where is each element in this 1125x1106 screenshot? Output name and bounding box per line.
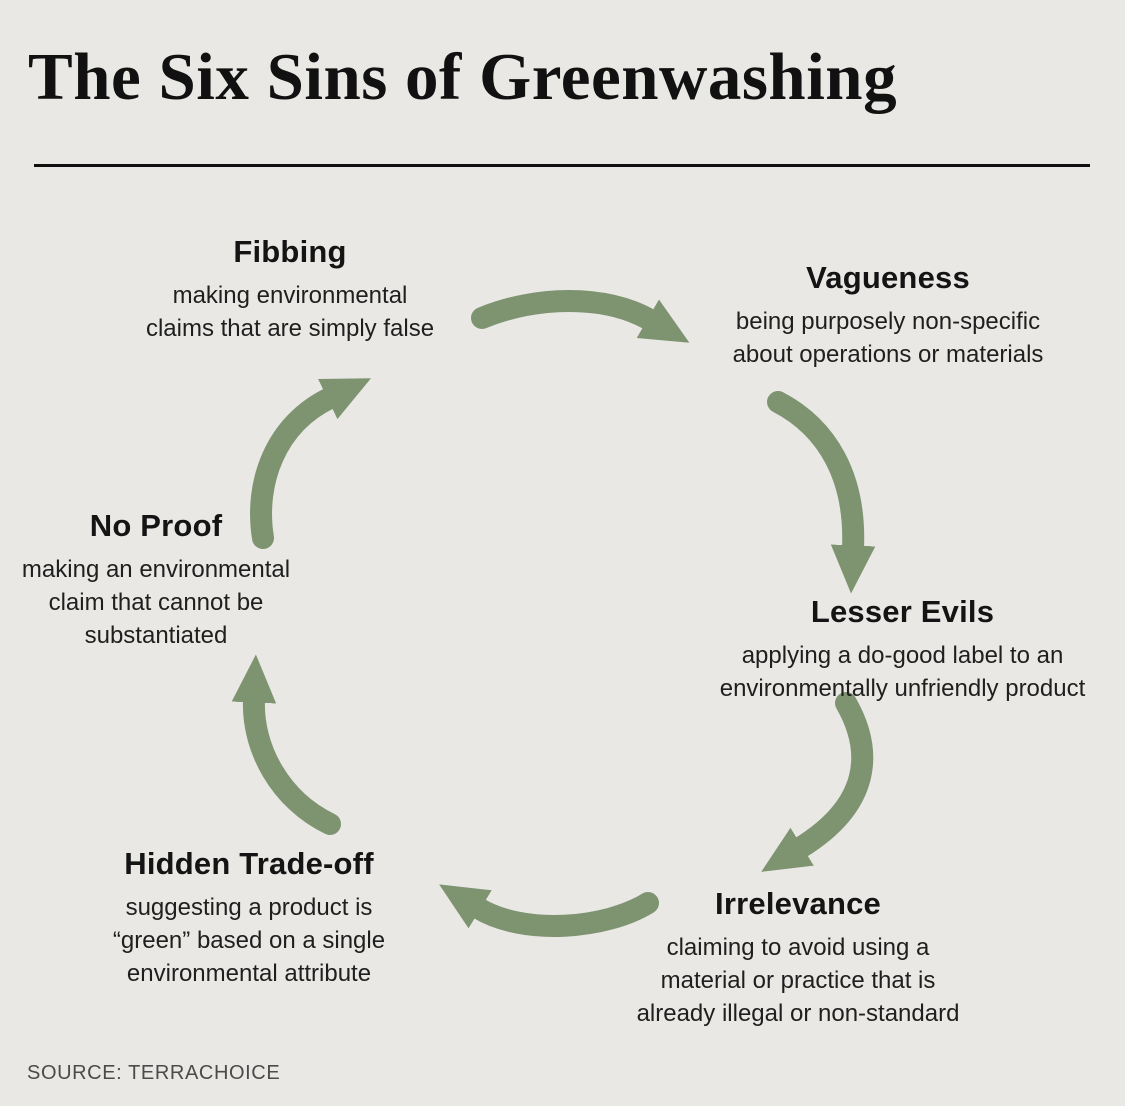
arrow-lesser-evils-to-irrelevance <box>761 692 874 872</box>
node-hidden-trade-off-title: Hidden Trade-off <box>124 846 374 881</box>
title-divider <box>34 164 1090 167</box>
node-hidden-trade-off-description: suggesting a product is “green” based on… <box>112 894 386 988</box>
node-fibbing-title: Fibbing <box>233 234 347 269</box>
node-hidden-trade-off: Hidden Trade-off suggesting a product is… <box>59 846 439 990</box>
page-title: The Six Sins of Greenwashing <box>28 40 898 114</box>
node-vagueness: Vagueness being purposely non-specific a… <box>678 260 1098 371</box>
node-vagueness-title: Vagueness <box>806 260 970 295</box>
node-no-proof: No Proof making an environmental claim t… <box>0 508 312 652</box>
node-lesser-evils: Lesser Evils applying a do-good label to… <box>685 594 1120 705</box>
node-no-proof-description: making an environmental claim that canno… <box>21 556 291 650</box>
node-irrelevance-description: claiming to avoid using a material or pr… <box>636 934 960 1028</box>
arrow-fibbing-to-vagueness <box>471 290 690 343</box>
node-irrelevance-title: Irrelevance <box>715 886 881 921</box>
source-attribution: SOURCE: TERRACHOICE <box>27 1062 281 1084</box>
node-lesser-evils-description: applying a do-good label to an environme… <box>719 642 1086 703</box>
node-irrelevance: Irrelevance claiming to avoid using a ma… <box>588 886 1008 1030</box>
arrow-vagueness-to-lesser-evils <box>767 391 876 594</box>
node-fibbing-description: making environmental claims that are sim… <box>145 282 435 343</box>
node-vagueness-description: being purposely non-specific about opera… <box>732 308 1044 369</box>
arrow-hidden-trade-off-to-no-proof <box>231 654 341 835</box>
node-lesser-evils-title: Lesser Evils <box>810 594 995 629</box>
node-fibbing: Fibbing making environmental claims that… <box>115 234 465 345</box>
node-no-proof-title: No Proof <box>89 508 223 543</box>
